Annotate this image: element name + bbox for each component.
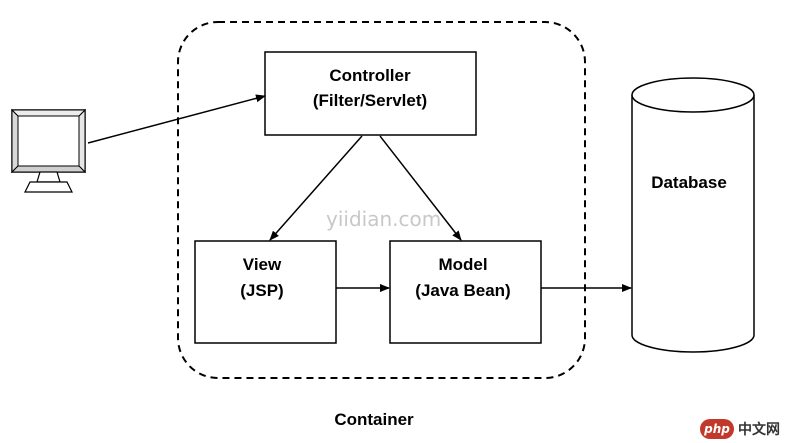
edge-controller-to-model	[379, 135, 462, 241]
container-label: Container	[334, 410, 414, 429]
edge-client-to-controller	[87, 94, 266, 144]
container-boundary	[177, 21, 586, 379]
watermark-text: yiidian.com	[326, 207, 441, 231]
database-label: Database	[651, 173, 727, 192]
model-title: Model	[438, 255, 487, 274]
database-node: Database	[631, 77, 755, 353]
controller-subtitle: (Filter/Servlet)	[313, 91, 427, 110]
logo-text: 中文网	[738, 422, 780, 438]
view-title: View	[243, 255, 282, 274]
site-logo: php 中文网	[700, 418, 780, 440]
controller-node: Controller (Filter/Servlet)	[264, 51, 477, 136]
edge-controller-to-view	[269, 135, 363, 241]
logo-badge: php	[700, 419, 734, 439]
view-subtitle: (JSP)	[240, 281, 283, 300]
view-node: View (JSP)	[194, 240, 337, 344]
model-subtitle: (Java Bean)	[415, 281, 510, 300]
computer-monitor-icon	[10, 108, 87, 193]
model-node: Model (Java Bean)	[389, 240, 542, 344]
controller-title: Controller	[329, 66, 411, 85]
